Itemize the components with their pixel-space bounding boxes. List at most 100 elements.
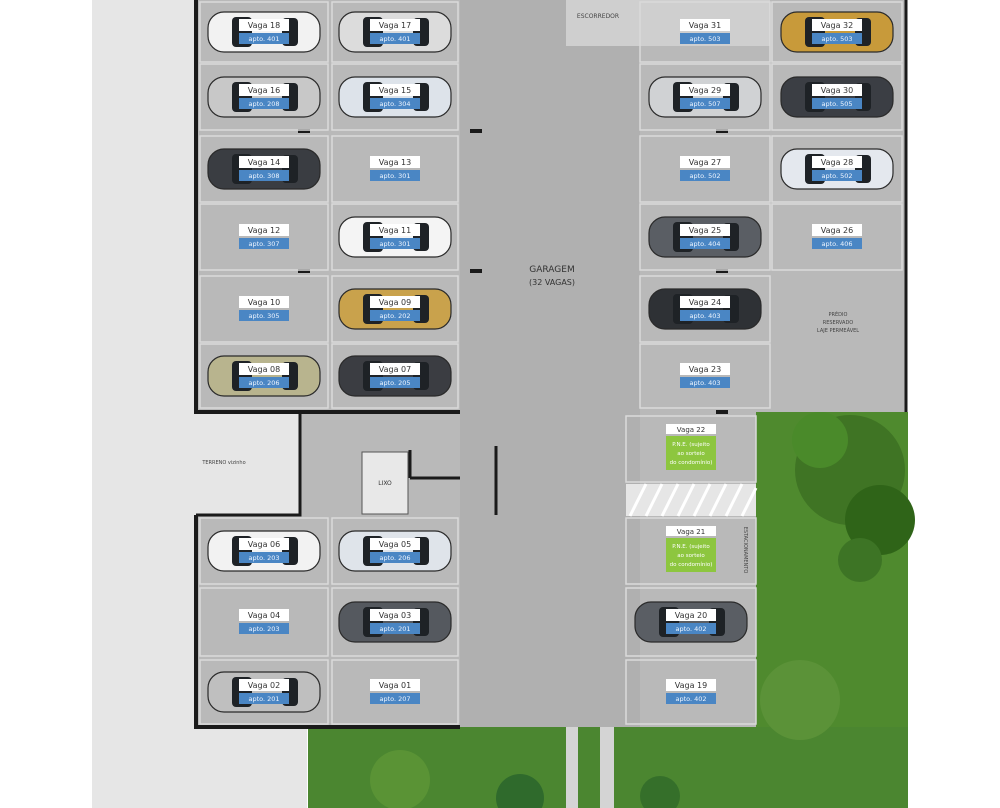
- vaga-label: Vaga 13: [379, 158, 411, 167]
- vaga-label-bg: [239, 156, 289, 168]
- pne-note-line: do condomínio): [670, 459, 713, 466]
- stall-outline: [331, 203, 459, 271]
- apto-label-bg: [370, 377, 420, 388]
- apto-label: apto. 507: [689, 100, 720, 108]
- reserved-note-line-3: LAJE PERMEÁVEL: [817, 327, 859, 334]
- car-icon: [780, 148, 894, 190]
- vaga-label-bg: [370, 156, 420, 168]
- pne-note-line: P.N.E. (sujeito: [672, 544, 710, 550]
- vaga-label: Vaga 25: [689, 226, 721, 235]
- apto-label-bg: [680, 310, 730, 321]
- car-icon: [338, 76, 452, 118]
- car-icon: [648, 76, 762, 118]
- apto-label-bg: [370, 33, 420, 44]
- vaga-label: Vaga 17: [379, 21, 411, 30]
- vaga-label: Vaga 32: [821, 21, 853, 30]
- stall-outline: [199, 135, 329, 203]
- car-icon: [338, 288, 452, 330]
- vaga-label-bg: [370, 296, 420, 308]
- apto-label-bg: [680, 377, 730, 388]
- car-icon: [338, 216, 452, 258]
- apto-label: apto. 505: [821, 100, 852, 108]
- vaga-label-bg: [812, 19, 862, 31]
- apto-label-bg: [370, 170, 420, 181]
- vaga-label-bg: [812, 224, 862, 236]
- apto-label: apto. 205: [379, 379, 410, 387]
- stall-outline: [639, 1, 771, 63]
- apto-label: apto. 403: [689, 312, 720, 320]
- vaga-label: Vaga 22: [677, 426, 705, 434]
- stall-outline: [771, 203, 903, 271]
- stall-grid: [199, 1, 903, 725]
- stall-outline: [331, 343, 459, 409]
- pne-badge: [666, 436, 716, 470]
- vaga-label-bg: [370, 84, 420, 96]
- stall-outline: [771, 63, 903, 131]
- vaga-label: Vaga 01: [379, 681, 411, 690]
- apto-label: apto. 502: [689, 172, 720, 180]
- vaga-label: Vaga 06: [248, 540, 280, 549]
- vaga-label-bg: [812, 84, 862, 96]
- garage-subtitle: (32 VAGAS): [529, 278, 575, 287]
- apto-label: apto. 301: [379, 240, 410, 248]
- car-icon: [338, 601, 452, 643]
- vaga-label: Vaga 16: [248, 86, 280, 95]
- apto-label-bg: [239, 377, 289, 388]
- car-icon: [780, 11, 894, 53]
- reserved-note-line-2: RESERVADO: [823, 320, 854, 326]
- vaga-label-bg: [666, 609, 716, 621]
- vaga-label-bg: [239, 19, 289, 31]
- apto-label: apto. 402: [675, 695, 706, 703]
- stall-outline: [331, 63, 459, 131]
- car-icon: [634, 601, 748, 643]
- vaga-label: Vaga 15: [379, 86, 411, 95]
- apto-label-bg: [680, 170, 730, 181]
- apto-label-bg: [239, 623, 289, 634]
- apto-label: apto. 404: [689, 240, 720, 248]
- stall-outline: [331, 587, 459, 657]
- vaga-label-bg: [239, 363, 289, 375]
- vaga-label: Vaga 07: [379, 365, 411, 374]
- car-icon: [207, 530, 321, 572]
- apto-label: apto. 403: [689, 379, 720, 387]
- vaga-label-bg: [370, 609, 420, 621]
- apto-label-bg: [239, 98, 289, 109]
- svg-text:LIXO: LIXO: [378, 480, 392, 487]
- pne-note-line: ao sorteio: [677, 451, 705, 457]
- vaga-label: Vaga 12: [248, 226, 280, 235]
- apto-label-bg: [239, 693, 289, 704]
- vaga-label-bg: [680, 363, 730, 375]
- apto-label-bg: [239, 310, 289, 321]
- vaga-label: Vaga 14: [248, 158, 280, 167]
- car-icon: [338, 355, 452, 397]
- apto-label: apto. 201: [379, 625, 410, 633]
- apto-label-bg: [666, 623, 716, 634]
- apto-label: apto. 208: [248, 100, 279, 108]
- apto-label-bg: [370, 623, 420, 634]
- vaga-label: Vaga 04: [248, 611, 280, 620]
- vaga-label: Vaga 18: [248, 21, 280, 30]
- vaga-label: Vaga 08: [248, 365, 280, 374]
- apto-label: apto. 202: [379, 312, 410, 320]
- vaga-label: Vaga 20: [675, 611, 707, 620]
- stall-outline: [771, 135, 903, 203]
- vaga-label-bg: [666, 679, 716, 691]
- garage-title: GARAGEM: [529, 265, 574, 275]
